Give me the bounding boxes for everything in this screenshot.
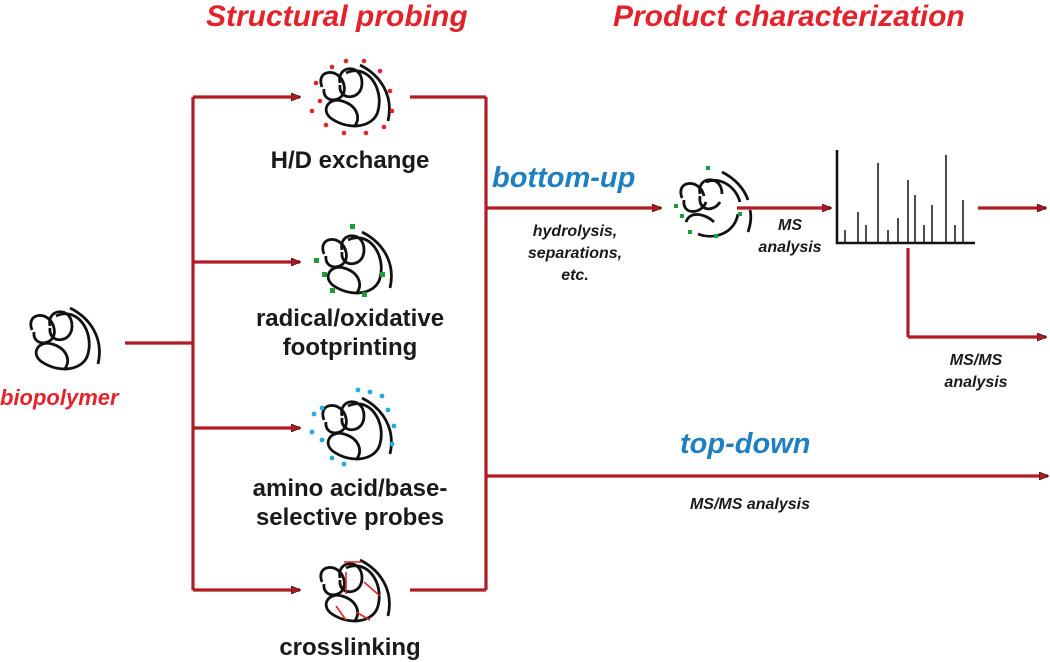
radical-footprinting-label-line1: radical/oxidative: [255, 305, 445, 332]
radical-footprinting-label: radical/oxidative footprinting: [210, 304, 490, 362]
bottom-up-label: bottom-up: [492, 162, 636, 194]
crosslinking-label-line1: crosslinking: [279, 634, 421, 661]
crosslinking-label: crosslinking: [230, 633, 470, 662]
structural-probing-heading: Structural probing: [206, 0, 468, 33]
msms-analysis-note: MS/MS analysis: [926, 350, 1026, 394]
msms-analysis-note-line2: analysis: [944, 374, 1008, 391]
selective-probes-label-line1: amino acid/base-: [252, 475, 448, 502]
radical-footprinting-label-line2: footprinting: [282, 334, 418, 361]
digestion-note-line2: separations,: [527, 245, 623, 262]
msms-analysis-note-line1: MS/MS: [949, 352, 1003, 369]
digestion-note-line3: etc.: [561, 267, 589, 284]
crosslinking-icon: [319, 558, 391, 623]
ms-analysis-note-line2: analysis: [758, 239, 822, 256]
top-down-label: top-down: [680, 428, 811, 460]
hd-exchange-icon: [309, 58, 395, 136]
digestion-note: hydrolysis, separations, etc.: [505, 221, 645, 287]
biopolymer-icon: [29, 306, 101, 371]
selective-probes-label: amino acid/base- selective probes: [210, 474, 490, 532]
digestion-note-line1: hydrolysis,: [532, 223, 618, 240]
biopolymer-label: biopolymer: [0, 385, 119, 410]
ms-analysis-note-line1: MS: [778, 217, 802, 234]
selective-probes-icon: [309, 387, 397, 467]
digested-fragments-icon: [674, 166, 753, 238]
selective-probes-label-line2: selective probes: [255, 504, 445, 531]
product-characterization-heading: Product characterization: [613, 0, 965, 33]
topdown-msms-note: MS/MS analysis: [689, 496, 811, 513]
ms-analysis-note: MS analysis: [740, 215, 840, 259]
mass-spectrum-icon: [835, 150, 975, 245]
radical-footprinting-icon: [314, 224, 393, 297]
hd-exchange-label: H/D exchange: [230, 146, 470, 175]
connector-lines: [125, 97, 1048, 590]
hd-exchange-label-line1: H/D exchange: [270, 147, 430, 174]
